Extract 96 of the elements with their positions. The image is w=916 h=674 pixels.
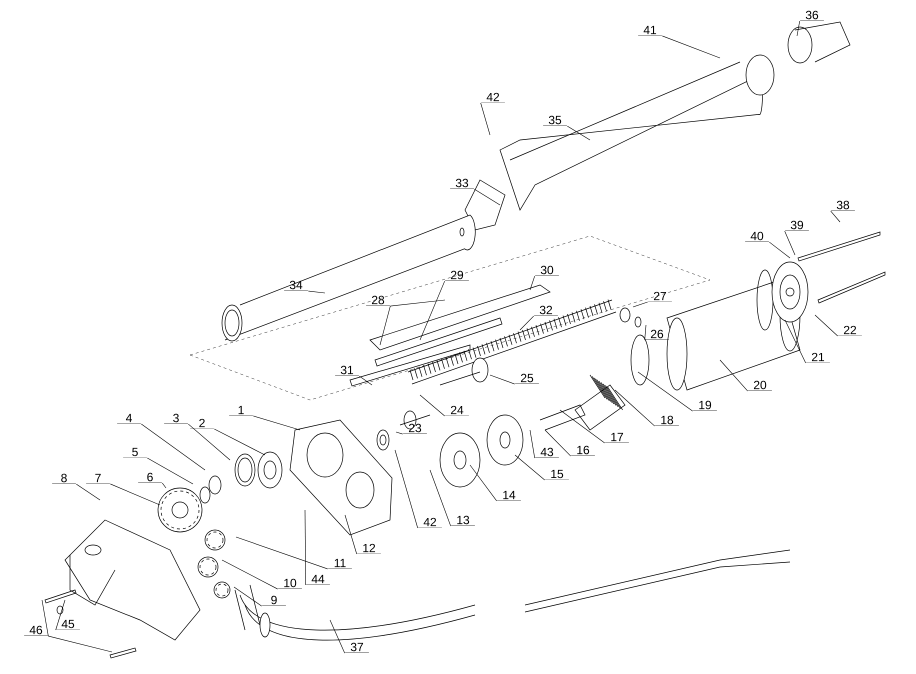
callout-number: 14 bbox=[497, 490, 521, 501]
leader-line bbox=[394, 450, 418, 528]
leader-line bbox=[359, 376, 372, 386]
leader-line bbox=[632, 302, 648, 308]
leader-line bbox=[720, 360, 748, 392]
callout-number: 43 bbox=[535, 448, 559, 458]
leader-line bbox=[544, 430, 571, 456]
leader-line bbox=[769, 242, 790, 258]
callout-number: 4 bbox=[117, 414, 141, 424]
leader-line bbox=[814, 314, 838, 336]
callout-number: 16 bbox=[571, 446, 595, 456]
callout-number: 3 bbox=[164, 414, 188, 424]
callout-number: 29 bbox=[445, 270, 469, 281]
callout-number: 44 bbox=[306, 574, 330, 585]
leader-line bbox=[530, 276, 535, 290]
leader-line bbox=[520, 316, 534, 330]
leader-line bbox=[253, 416, 300, 430]
callout-number: 1 bbox=[229, 406, 253, 416]
callout-number: 18 bbox=[655, 416, 679, 426]
leader-line bbox=[470, 464, 497, 502]
leader-line bbox=[644, 324, 646, 340]
callout-number: 41 bbox=[638, 26, 662, 36]
callout-number: 20 bbox=[748, 380, 772, 391]
callout-number: 31 bbox=[335, 366, 359, 376]
leader-line bbox=[214, 428, 266, 456]
callout-number: 21 bbox=[806, 352, 830, 363]
leader-line bbox=[474, 188, 500, 206]
callout-number: 32 bbox=[534, 306, 558, 316]
leader-line bbox=[514, 454, 545, 480]
leader-line bbox=[480, 102, 490, 136]
leader-line bbox=[110, 484, 160, 506]
leader-line bbox=[308, 290, 326, 294]
leader-line bbox=[76, 484, 100, 500]
callout-number: 45 bbox=[56, 620, 80, 630]
callout-number: 26 bbox=[645, 330, 669, 340]
callout-number: 34 bbox=[284, 280, 308, 291]
leader-line bbox=[141, 424, 206, 470]
leader-line bbox=[162, 482, 166, 488]
leader-line bbox=[560, 410, 605, 444]
callout-number: 6 bbox=[138, 472, 162, 483]
callout-number: 27 bbox=[648, 292, 672, 302]
callout-number: 28 bbox=[366, 296, 390, 306]
callout-number: 11 bbox=[328, 558, 352, 569]
leader-line bbox=[42, 600, 49, 636]
callout-number: 23 bbox=[403, 424, 427, 434]
leader-line bbox=[662, 36, 720, 58]
callout-number: 5 bbox=[123, 448, 147, 458]
leader-line bbox=[420, 280, 445, 340]
callout-number: 33 bbox=[450, 178, 474, 189]
leader-line bbox=[380, 306, 391, 346]
leader-line bbox=[567, 126, 590, 140]
leader-line bbox=[430, 470, 451, 526]
callout-number: 9 bbox=[262, 596, 286, 606]
leader-line bbox=[236, 536, 328, 570]
callout-number: 8 bbox=[52, 474, 76, 484]
callout-number: 10 bbox=[278, 578, 302, 589]
callout-number: 22 bbox=[838, 326, 862, 336]
callout-number: 35 bbox=[543, 116, 567, 126]
leader-line bbox=[330, 620, 345, 654]
leader-line bbox=[830, 210, 840, 222]
callout-number: 46 bbox=[24, 626, 48, 636]
leader-line bbox=[304, 510, 306, 586]
leader-line bbox=[234, 586, 262, 606]
leader-line bbox=[147, 458, 194, 484]
leader-line bbox=[638, 372, 693, 412]
callout-number: 38 bbox=[831, 200, 855, 211]
callout-number: 39 bbox=[785, 220, 809, 231]
callout-number: 17 bbox=[605, 432, 629, 443]
leader-line bbox=[396, 432, 403, 434]
leader-line bbox=[48, 636, 112, 652]
callout-number: 36 bbox=[800, 10, 824, 21]
leader-line bbox=[784, 320, 806, 364]
leader-line bbox=[344, 514, 357, 554]
leader-line bbox=[222, 560, 278, 590]
leader-line bbox=[784, 230, 796, 256]
callout-number: 19 bbox=[693, 400, 717, 411]
leader-line bbox=[55, 600, 66, 630]
callout-number: 15 bbox=[545, 470, 569, 480]
callout-number: 24 bbox=[445, 406, 469, 416]
callout-number: 40 bbox=[745, 232, 769, 242]
callout-number: 25 bbox=[515, 374, 539, 384]
leader-line bbox=[420, 394, 445, 416]
callout-number: 30 bbox=[535, 266, 559, 276]
callout-number: 37 bbox=[345, 642, 369, 653]
leader-line bbox=[530, 430, 535, 458]
callout-number: 2 bbox=[190, 418, 214, 429]
callout-number: 12 bbox=[357, 544, 381, 554]
leader-line bbox=[188, 424, 230, 460]
callout-number: 13 bbox=[451, 516, 475, 526]
callout-number: 42 bbox=[481, 92, 505, 103]
callout-number: 7 bbox=[86, 474, 110, 484]
leader-line bbox=[614, 390, 655, 426]
leader-line bbox=[390, 300, 446, 306]
leader-line bbox=[490, 374, 515, 384]
leader-line bbox=[796, 20, 800, 36]
callout-number: 42 bbox=[418, 518, 442, 528]
